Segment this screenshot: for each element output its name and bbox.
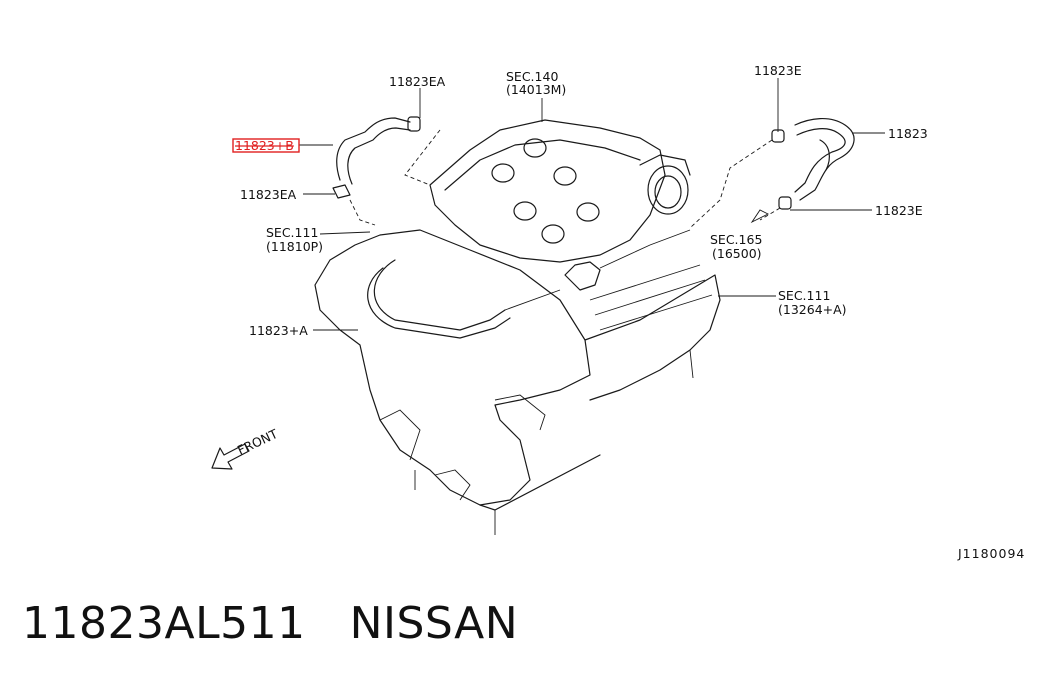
label-sec111-top: SEC.111 (266, 225, 318, 240)
label-front: FRONT (235, 426, 280, 458)
diagram-id: J1180094 (957, 546, 1025, 561)
label-11823-a: 11823+A (249, 323, 308, 338)
label-sec140-code: (14013M) (506, 82, 566, 97)
hose-11823 (771, 118, 855, 210)
label-11823ea-left: 11823EA (240, 187, 297, 202)
label-11823e-right: 11823E (875, 203, 923, 218)
label-11823: 11823 (888, 126, 928, 141)
engine-parts-diagram: 11823EA 11823+B 11823EA SEC.111 (11810P)… (211, 63, 1025, 561)
front-arrow-icon (211, 443, 250, 470)
part-number: 11823AL511 (22, 598, 306, 649)
label-sec111-top-code: (11810P) (266, 239, 323, 254)
label-11823ea-top: 11823EA (389, 74, 446, 89)
label-sec140: SEC.140 (506, 69, 558, 84)
label-sec165: SEC.165 (710, 232, 762, 247)
highlight-box (232, 138, 300, 153)
hose-11823-b (332, 116, 421, 199)
brand-name: NISSAN (349, 598, 519, 649)
label-sec165-code: (16500) (712, 246, 762, 261)
label-11823-b[interactable]: 11823+B (235, 138, 294, 153)
part-footer: 11823AL511 NISSAN (22, 598, 518, 649)
label-11823e-top: 11823E (754, 63, 802, 78)
engine-outline (314, 119, 721, 535)
label-sec111-right: SEC.111 (778, 288, 830, 303)
leader-lines (299, 78, 885, 331)
label-sec111-right-code: (13264+A) (778, 302, 847, 317)
